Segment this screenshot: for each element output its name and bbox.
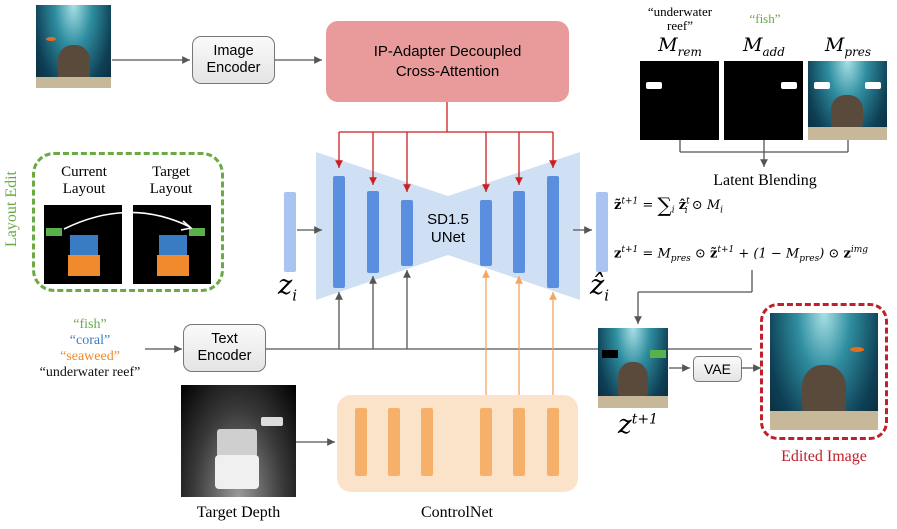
latent-blending-label: Latent Blending — [713, 172, 817, 189]
unet-bar-6 — [547, 176, 559, 288]
unet-bar-1 — [333, 176, 345, 288]
layout-move-arrow — [63, 211, 193, 231]
z-next-label: zt+1 — [618, 410, 658, 440]
controlnet-bar-4 — [480, 408, 492, 476]
equation-update: zt+1 = Mpres ⊙ z̃t+1 + (1 − Mpres) ⊙ zim… — [614, 245, 869, 264]
controlnet-label: ControlNet — [421, 504, 493, 521]
mask-add-caption: “fish” — [749, 11, 781, 26]
unet-label: SD1.5 UNet — [427, 211, 469, 246]
current-layout-map — [44, 205, 122, 284]
unet-bar-4 — [480, 200, 492, 266]
image-encoder-block: Image Encoder — [192, 36, 275, 84]
unet-bar-2 — [367, 191, 379, 273]
controlnet-bar-6 — [547, 408, 559, 476]
prompt-fish: “fish” — [73, 317, 107, 332]
layout-edit-title: Layout Edit — [3, 171, 20, 247]
unet-bar-3 — [401, 200, 413, 266]
controlnet-bar-2 — [388, 408, 400, 476]
z-next-image — [598, 328, 668, 408]
layout-edit-panel — [32, 152, 224, 292]
target-depth-image — [181, 385, 296, 497]
mask-rem-caption: “underwater reef” — [647, 4, 713, 33]
equation-blend: z̃t+1 = ∑i ẑti ⊙ Mi — [614, 193, 724, 217]
zhat-i-bar — [596, 192, 608, 272]
controlnet-bar-1 — [355, 408, 367, 476]
target-layout-map — [133, 205, 211, 284]
controlnet-bar-3 — [421, 408, 433, 476]
prompt-reef: “underwater reef” — [39, 365, 141, 380]
target-layout-label: Target Layout — [149, 164, 193, 197]
vae-block: VAE — [693, 356, 742, 382]
mask-add — [724, 61, 803, 140]
edited-image-label: Edited Image — [781, 448, 867, 465]
target-depth-label: Target Depth — [196, 504, 281, 521]
prompt-seaweed: “seaweed” — [60, 349, 120, 364]
mask-rem — [640, 61, 719, 140]
edited-image — [770, 313, 878, 430]
unet-shape — [316, 152, 448, 300]
z-i-label: zi — [278, 270, 298, 305]
zhat-i-label: ẑi — [590, 270, 610, 305]
text-encoder-block: Text Encoder — [183, 324, 266, 372]
prompt-coral: “coral” — [69, 333, 111, 348]
edited-image-frame — [760, 303, 888, 440]
controlnet-bar-5 — [513, 408, 525, 476]
mask-pres — [808, 61, 887, 140]
unet-bar-5 — [513, 191, 525, 273]
mask-rem-label: Mrem — [658, 34, 702, 59]
z-i-bar — [284, 192, 296, 272]
mask-pres-label: Mpres — [824, 34, 872, 59]
ip-adapter-block: IP-Adapter Decoupled Cross-Attention — [326, 21, 569, 102]
mask-add-label: Madd — [743, 34, 785, 59]
current-layout-label: Current Layout — [61, 164, 107, 197]
input-image — [36, 5, 111, 88]
controlnet-block — [337, 395, 578, 492]
